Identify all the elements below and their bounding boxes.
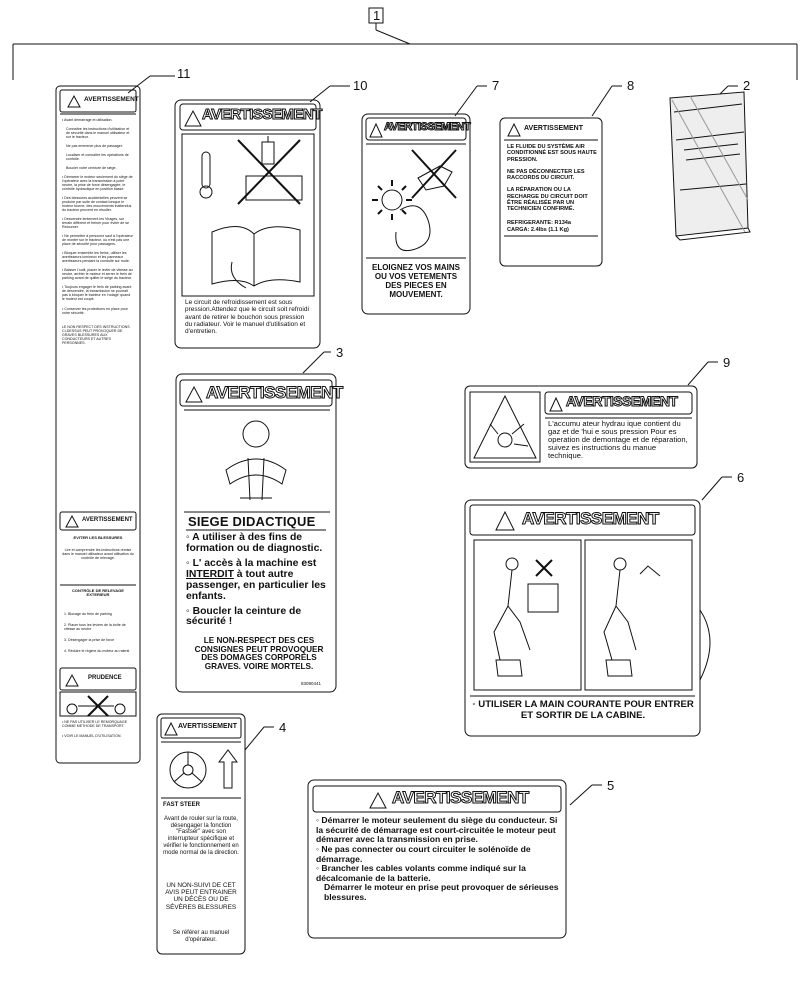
label-10 [174,99,321,349]
label-5-items: ◦ Démarrer le moteur seulement du siège … [316,815,559,902]
label-11-avoid-text: Lire et comprendre les instructions remi… [62,548,134,561]
callout-5: 5 [607,778,615,793]
label-11 [55,85,141,764]
callout-4: 4 [279,720,287,735]
callout-6: 6 [737,470,745,485]
label-3-footer: LE NON-RESPECT DES CES CONSIGNES PEUT PR… [194,636,324,671]
label-8 [499,117,603,267]
label-8-body: LE FLUIDE DU SYSTÈME AIR CONDITIONNÉ EST… [507,144,597,233]
callout-7: 7 [492,78,500,93]
label-11-control-steps: 1. Blocage du frein de parking 2. Placer… [64,612,130,654]
label-10-header: AVERTISSEMENT [202,106,323,124]
callout-11: 11 [177,66,191,81]
label-5-header: AVERTISSEMENT [392,787,530,807]
callout-3: 3 [336,345,344,360]
label-4-warning: UN NON-SUIVI DE CET AVIS PEUT ENTRAINER … [165,882,237,911]
label-3 [175,373,337,693]
callout-9: 9 [723,355,731,370]
label-9-header: AVERTISSEMENT [565,393,678,409]
label-11-control-title: CONTRÔLE DE RELEVAGE EXTERIEUR [72,588,124,598]
label-4-footer: Se référer au manuel d'opérateur. [172,930,230,943]
label-10-text: Le circuit de refroidissement est sous p… [185,299,309,336]
label-8-header: AVERTISSEMENT [524,125,583,132]
label-3-header: AVERTISSEMENT [206,382,344,402]
callout-8: 8 [627,78,635,93]
label-3-title: SIEGE DIDACTIQUE [188,514,316,529]
group-bracket [12,7,798,80]
label-4 [156,713,246,955]
label-6-text: ◦ UTILISER LA MAIN COURANTE POUR ENTRER … [472,699,694,721]
callout-1: 1 [373,8,381,23]
callout-2: 2 [743,78,751,93]
label-3-bullets: ◦ A utiliser à des fins de formation ou … [186,532,326,628]
label-11-avoid-title: EVITER LES BLESSURES [73,535,123,540]
label-9 [464,385,698,469]
label-6 [464,499,711,737]
label-4-header: AVERTISSEMENT [178,723,237,730]
label-7-text: ELOIGNEZ VOS MAINS OU VOS VETEMENTS DES … [371,263,460,299]
label-11-header: AVERTISSEMENT [84,96,139,103]
label-5 [307,779,567,939]
label-4-text: Avant de rouler sur la route, désengager… [163,816,239,856]
label-11-header-2: AVERTISSEMENT [82,517,133,523]
label-3-code: 83090441 [301,681,322,686]
label-11-items: • Avant démarrage et utilisation. Connaî… [62,118,133,345]
label-11-caution: PRUDENCE [88,675,122,681]
label-9-text: L'accumu ateur hydrau ique contient du g… [548,419,688,461]
label-2-manual [669,91,751,241]
label-7 [361,113,471,315]
label-4-title: FAST STEER [163,802,201,808]
label-6-header: AVERTISSEMENT [522,508,660,528]
label-11-tow-items: • NE PAS UTILISER LE REMORQUAGE COMME ME… [62,720,128,739]
label-7-header: AVERTISSEMENT [383,120,471,133]
callout-10: 10 [353,78,368,93]
